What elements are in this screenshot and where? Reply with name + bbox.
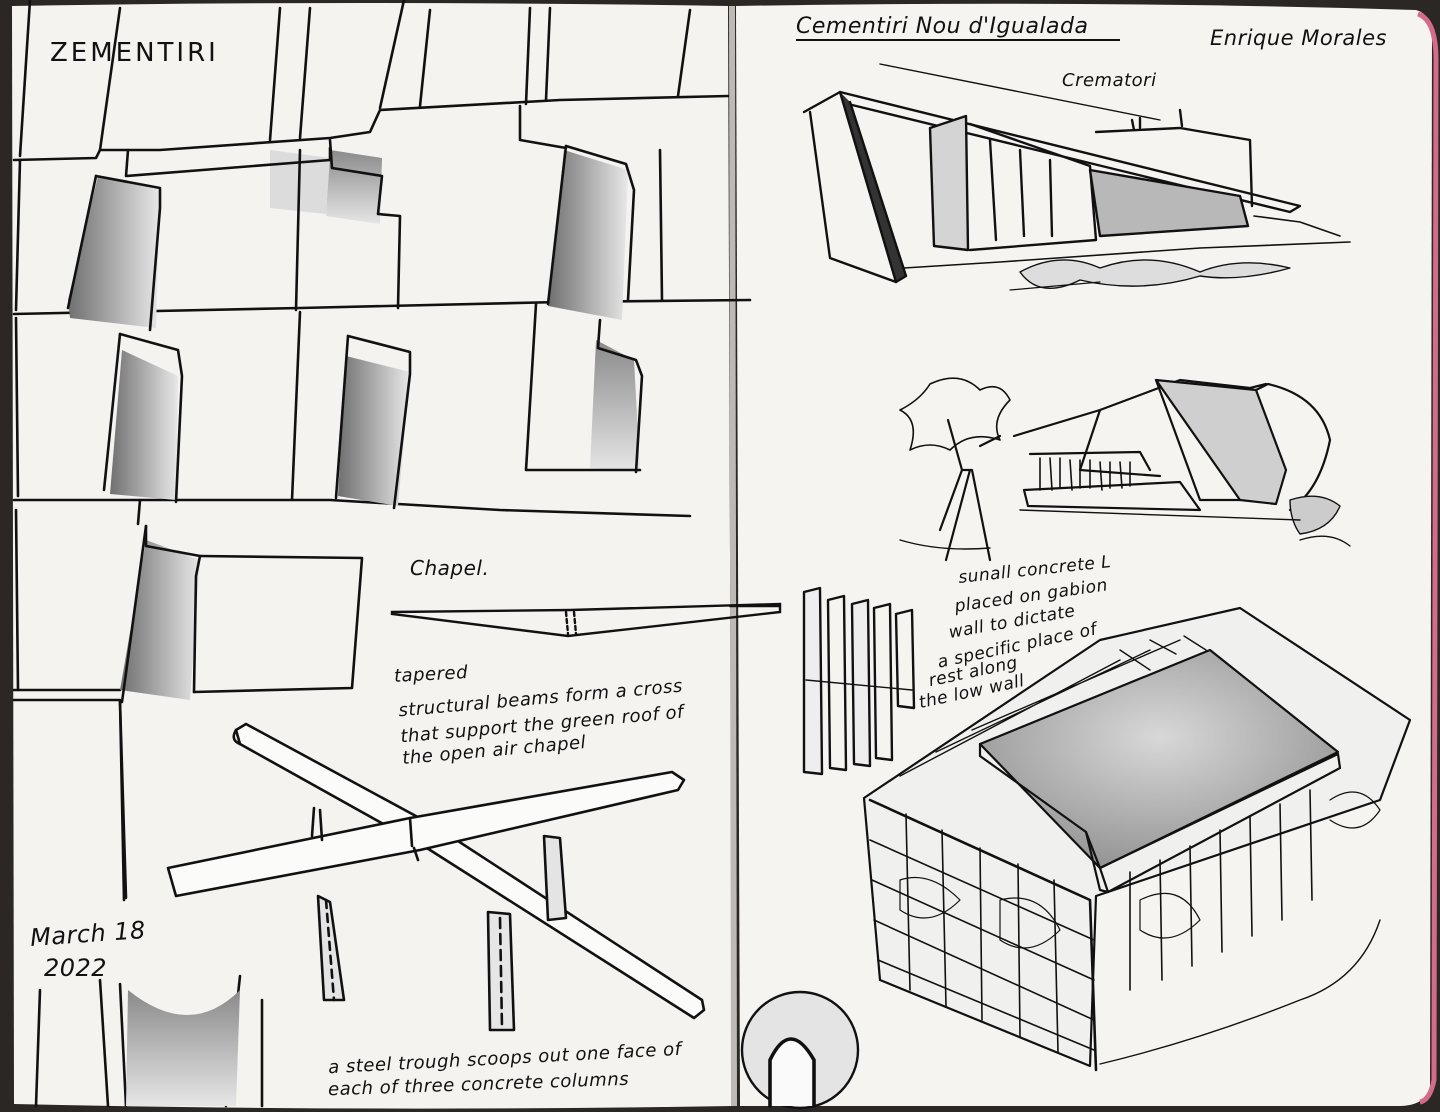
- chapel-label: Chapel.: [410, 556, 490, 580]
- spine-gutter: [729, 5, 737, 1107]
- wall-panel-pattern: [12, 0, 752, 1108]
- author-name: Enrique Morales: [1210, 26, 1387, 50]
- date-line-2: 2022: [44, 954, 108, 982]
- cross-beam-drawing: [166, 722, 706, 1032]
- gabion-wall-slab-drawing: [862, 606, 1412, 1072]
- page-title-left: ZEMENTIRI: [50, 38, 219, 68]
- pink-page-edge: [1416, 11, 1439, 1105]
- concrete-l-detail: [802, 586, 916, 776]
- chapel-beam-elevation: [390, 602, 782, 638]
- crematori-label: Crematori: [1062, 70, 1157, 91]
- page-title-right: Cementiri Nou d'Igualada: [796, 14, 1089, 39]
- arched-niche-detail: [740, 990, 860, 1110]
- gabion-wall-tree-sketch: [899, 377, 1351, 562]
- beam-note-line-1: tapered: [393, 662, 469, 687]
- crematori-sketch: [802, 63, 1351, 291]
